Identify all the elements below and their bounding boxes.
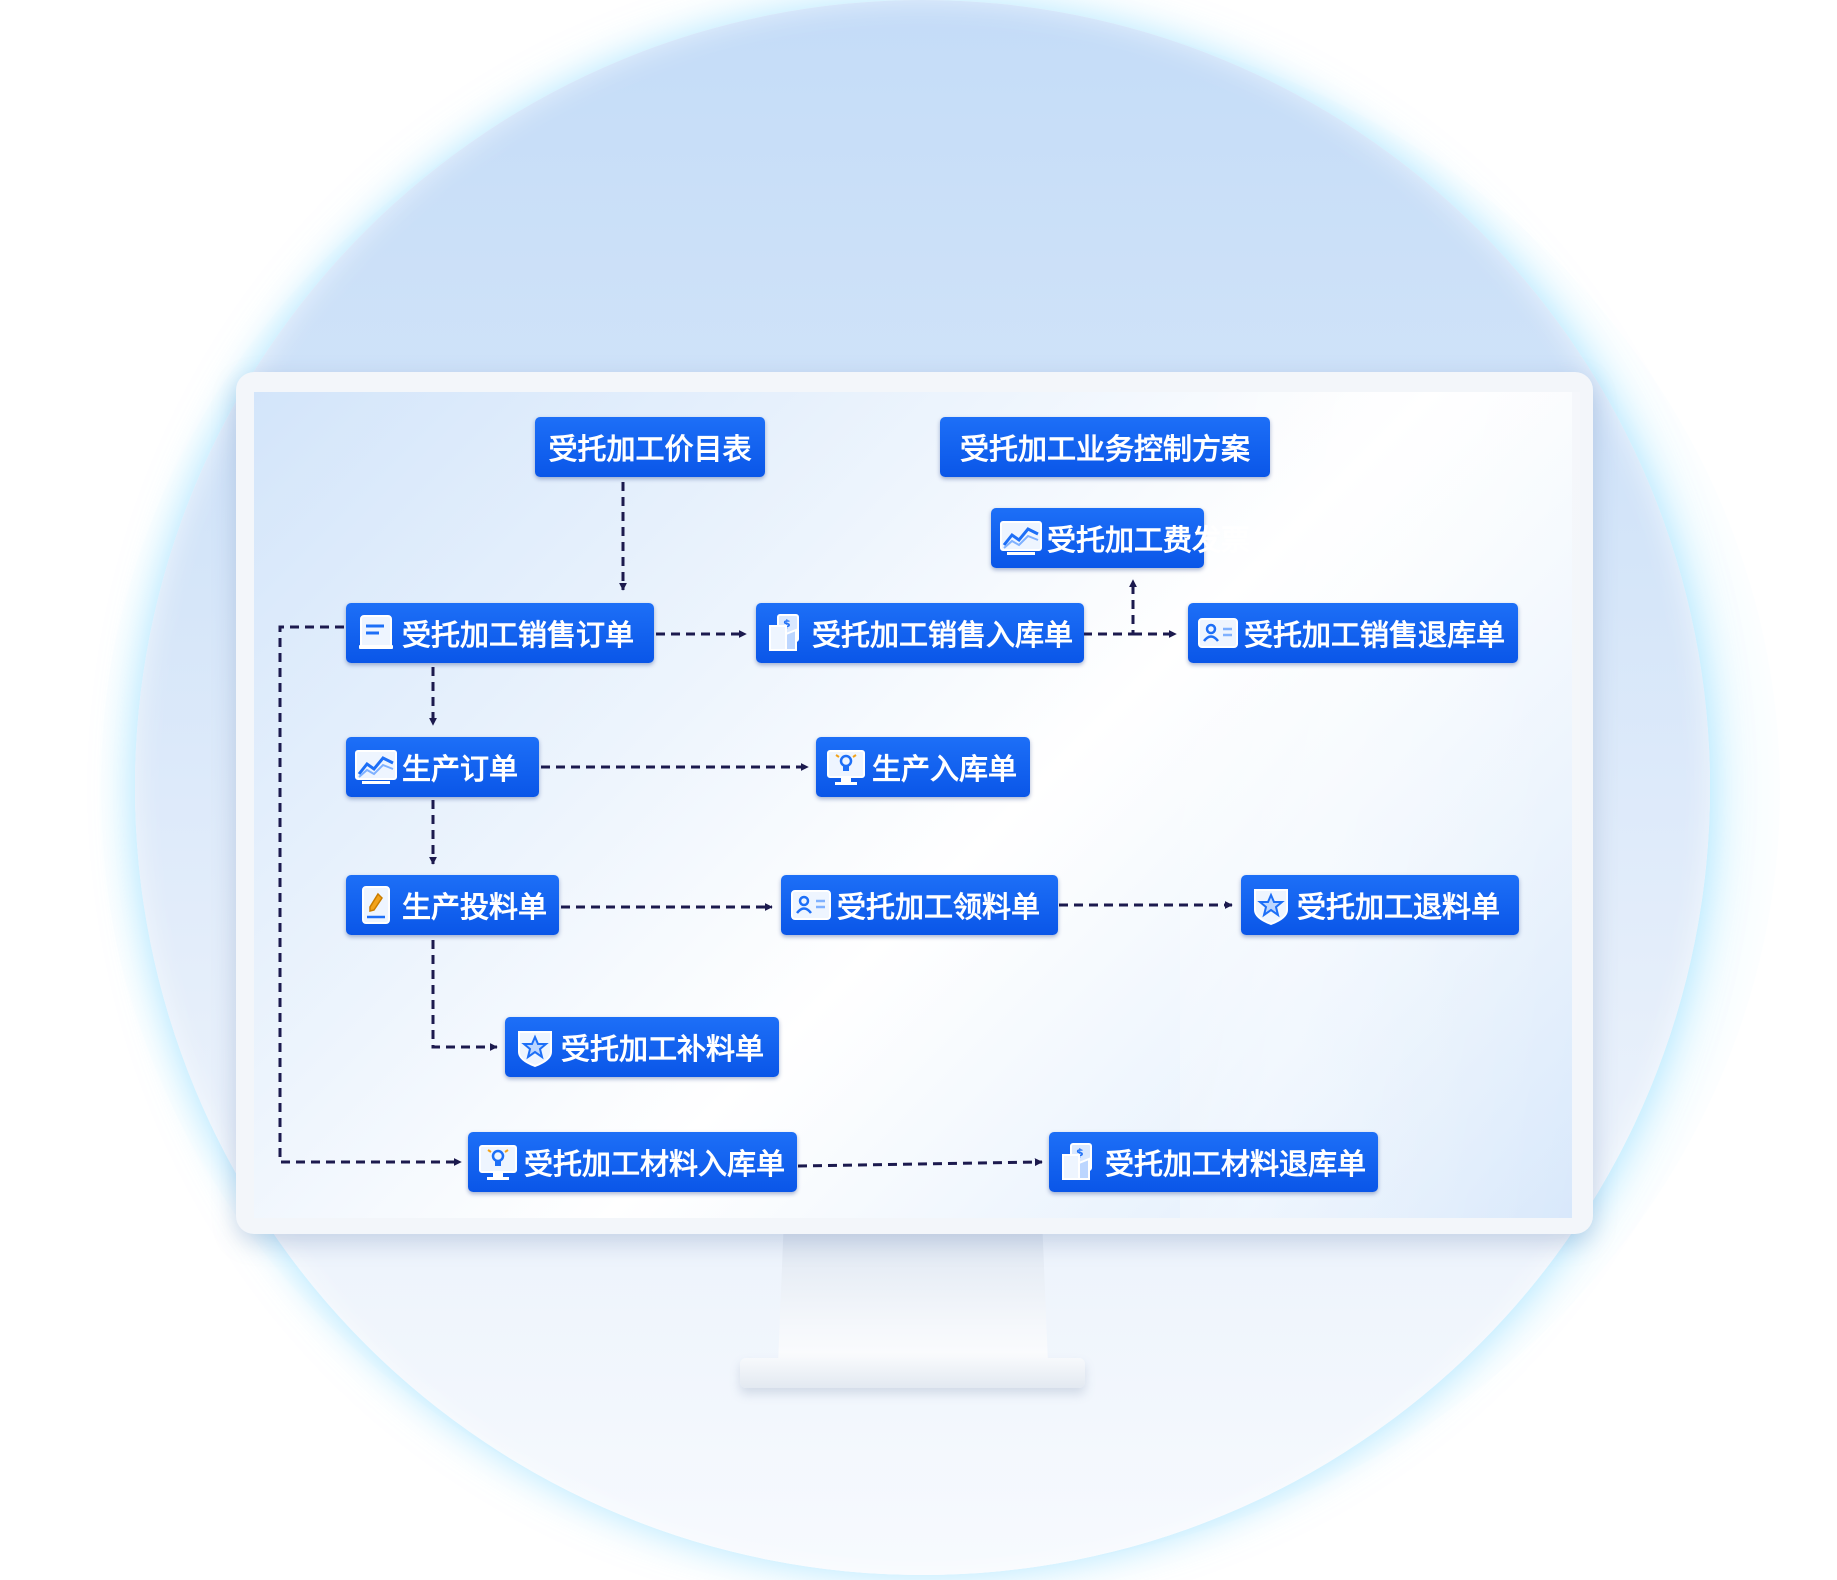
chart-line-icon [354,746,398,788]
svg-text:$: $ [783,617,791,630]
node-production-inbound[interactable]: 生产入库单 [816,737,1030,797]
node-label: 受托加工销售订单 [402,618,635,652]
node-control-plan[interactable]: 受托加工业务控制方案 [940,417,1270,477]
node-sales-order[interactable]: 受托加工销售订单 [346,603,654,663]
node-label: 受托加工销售入库单 [812,618,1074,652]
node-label: 受托加工费发票 [1047,523,1251,557]
node-material-return[interactable]: 受托加工退料单 [1241,875,1519,935]
node-production-order[interactable]: 生产订单 [346,737,539,797]
node-label: 受托加工材料退库单 [1105,1147,1367,1181]
node-material-inbound[interactable]: 受托加工材料入库单 [468,1132,797,1192]
node-production-feed[interactable]: 生产投料单 [346,875,559,935]
node-material-pick[interactable]: 受托加工领料单 [781,875,1058,935]
node-sales-inbound[interactable]: $ 受托加工销售入库单 [756,603,1084,663]
star-shield-icon [513,1026,557,1068]
monitor-stand [778,1232,1048,1364]
node-label: 生产投料单 [402,890,548,924]
node-price-list[interactable]: 受托加工价目表 [535,417,765,477]
node-label: 生产入库单 [872,752,1018,786]
node-label: 受托加工领料单 [837,890,1041,924]
monitor-bulb-icon [476,1141,520,1183]
pencil-doc-icon [354,884,398,926]
monitor-screen [254,392,1572,1218]
node-label: 受托加工业务控制方案 [959,432,1250,466]
monitor-stand-base [740,1358,1085,1388]
node-label: 受托加工销售退库单 [1244,618,1506,652]
node-label: 生产订单 [402,752,519,786]
node-material-supplement[interactable]: 受托加工补料单 [505,1017,779,1077]
node-material-stock-return[interactable]: $ 受托加工材料退库单 [1049,1132,1378,1192]
bill-files-icon: $ [764,612,808,654]
node-label: 受托加工退料单 [1297,890,1501,924]
screen-sheen [1180,392,1580,1218]
contact-card-icon [789,884,833,926]
star-shield-icon [1249,884,1293,926]
node-label: 受托加工补料单 [561,1032,765,1066]
bill-files-icon: $ [1057,1141,1101,1183]
node-label: 受托加工材料入库单 [524,1147,786,1181]
contact-card-icon [1196,612,1240,654]
monitor-bulb-icon [824,746,868,788]
chart-line-icon [999,517,1043,559]
node-label: 受托加工价目表 [548,432,752,466]
node-sales-return[interactable]: 受托加工销售退库单 [1188,603,1518,663]
document-icon [354,612,398,654]
node-fee-invoice[interactable]: 受托加工费发票 [991,508,1250,568]
svg-text:$: $ [1076,1146,1084,1159]
